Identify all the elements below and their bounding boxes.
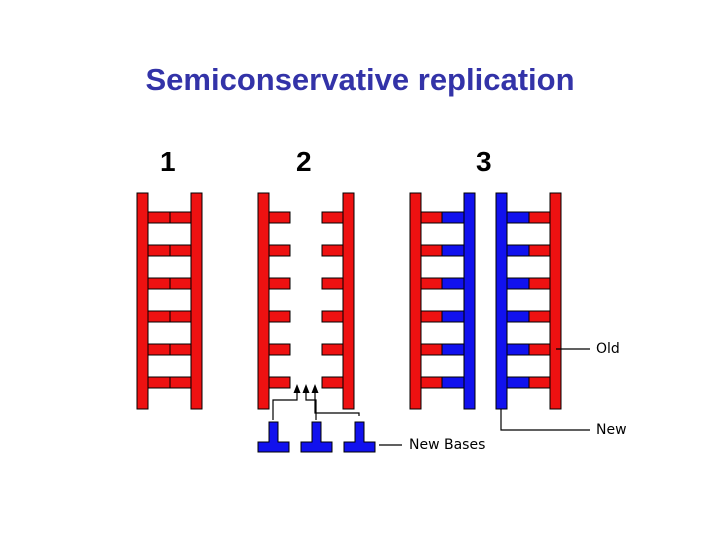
new-strand: [463, 192, 476, 410]
free-base: [257, 421, 290, 453]
stage-1-parent-helix: [136, 192, 203, 410]
free-new-bases: [257, 421, 376, 453]
old-strand-label: Old: [596, 341, 620, 357]
unpaired-bases: [268, 211, 344, 389]
base-pairs: [420, 211, 465, 389]
old-strand: [409, 192, 422, 410]
arrow-line: [305, 392, 317, 420]
stage-2-number: 2: [296, 146, 312, 177]
arrow-line: [272, 392, 298, 420]
new-strand-label: New: [596, 422, 627, 438]
stage-1-number: 1: [160, 146, 176, 177]
base-pairs: [506, 211, 551, 389]
old-strand: [136, 192, 149, 410]
base-pairs: [147, 211, 192, 389]
arrow-line: [314, 392, 360, 416]
page-title: Semiconservative replication: [145, 62, 575, 97]
old-strand: [549, 192, 562, 410]
arrow-heads: [293, 384, 319, 393]
stage-2-separated-strands: [257, 192, 355, 410]
arrowhead-icon: [293, 384, 301, 393]
stage-3-daughter-helix-left: [409, 192, 476, 410]
stage-3-number: 3: [476, 146, 492, 177]
arrowhead-icon: [311, 384, 319, 393]
arrowhead-icon: [302, 384, 310, 393]
old-strand: [257, 192, 270, 410]
label-leaders: [379, 348, 590, 446]
stage-3-daughter-helix-right: [495, 192, 562, 410]
old-strand: [190, 192, 203, 410]
new-bases-label: New Bases: [409, 437, 486, 453]
old-strand: [342, 192, 355, 410]
base-arrows: [272, 392, 360, 420]
new-leader-line: [500, 409, 590, 431]
new-strand: [495, 192, 508, 410]
free-base: [343, 421, 376, 453]
free-base: [300, 421, 333, 453]
